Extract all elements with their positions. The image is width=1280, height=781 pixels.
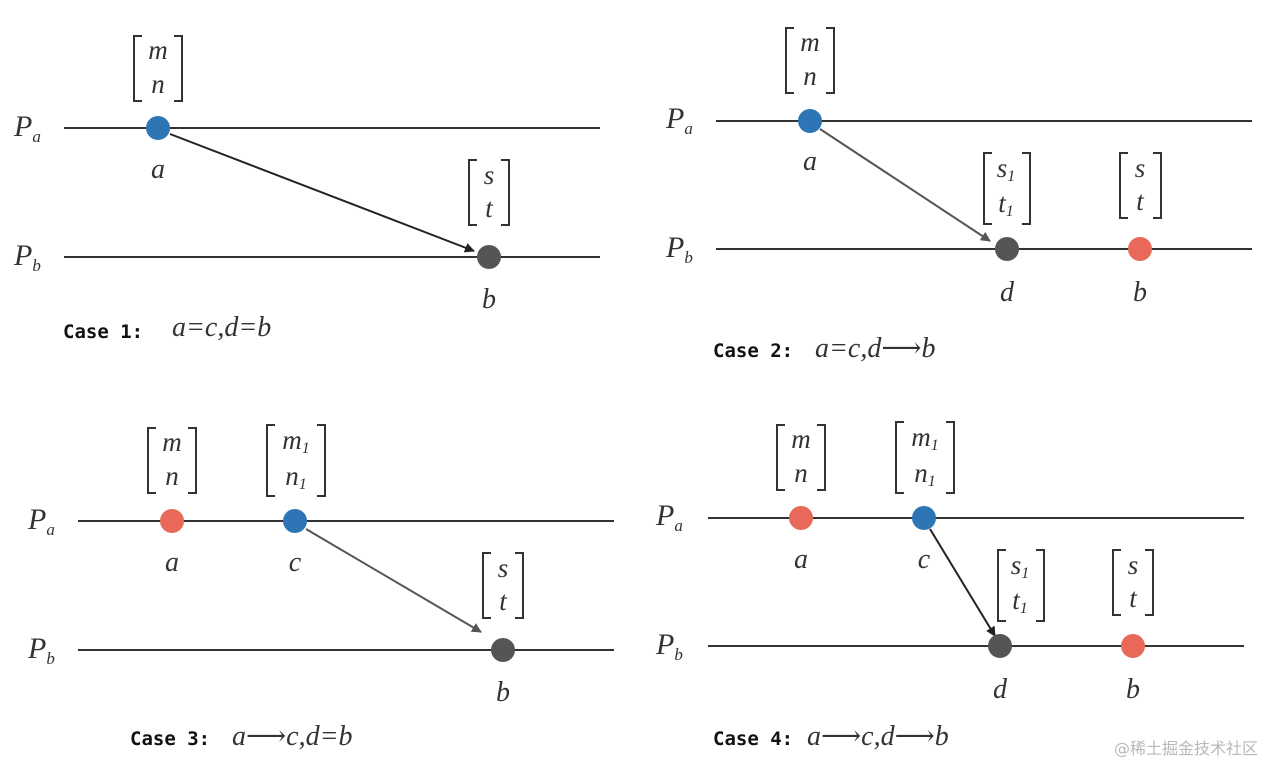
case2-label-d: d xyxy=(1000,277,1015,308)
case3-vector-mn: m n xyxy=(147,427,197,494)
case2-expression: a=c,d⟶b xyxy=(815,333,935,364)
case3-vector-m1n1: m1 n1 xyxy=(266,424,326,497)
case4-vector-m1n1: m1 n1 xyxy=(895,421,955,494)
case1-pb-label: Pb xyxy=(13,239,41,275)
case2-vector-s1t1: s1 t1 xyxy=(983,152,1031,225)
case4-vector-mn: m n xyxy=(776,424,826,491)
case1-message-arrow xyxy=(169,133,475,253)
case4-event-b xyxy=(1121,634,1145,658)
case4-label-b: b xyxy=(1126,674,1140,705)
case4-pb-label: Pb xyxy=(655,628,683,664)
case4-pa-label: Pa xyxy=(655,499,683,535)
svg-text:m1: m1 xyxy=(282,425,310,457)
case4-expression: a⟶c,d⟶b xyxy=(807,721,949,752)
case3-pb-label: Pb xyxy=(27,632,55,668)
case3-event-c xyxy=(283,509,307,533)
case2-vector-st: s t xyxy=(1119,152,1162,219)
case1-label: Case 1: xyxy=(63,321,143,343)
case1-label-b: b xyxy=(482,284,496,315)
case4-vector-s1t1: s1 t1 xyxy=(997,549,1045,622)
svg-text:s1: s1 xyxy=(997,153,1016,185)
svg-text:s1: s1 xyxy=(1011,550,1030,582)
case2-pa-label: Pa xyxy=(665,102,693,138)
case4-event-c xyxy=(912,506,936,530)
case2-event-d xyxy=(995,237,1019,261)
case3-pa-label: Pa xyxy=(27,503,55,539)
case4-event-a xyxy=(789,506,813,530)
case3-label: Case 3: xyxy=(130,728,210,750)
case3-event-b xyxy=(491,638,515,662)
case1-label-a: a xyxy=(151,154,165,185)
watermark: @稀土掘金技术社区 xyxy=(1114,739,1258,758)
svg-text:m: m xyxy=(162,427,182,457)
svg-text:n: n xyxy=(794,458,808,488)
svg-text:t: t xyxy=(1129,583,1138,613)
case1-event-b xyxy=(477,245,501,269)
case-2-panel: Pa Pb m n s1 t1 s t a d b Case 2: xyxy=(665,27,1252,364)
case4-label: Case 4: xyxy=(713,728,793,750)
case-4-panel: Pa Pb m n m1 n1 s1 t1 s t xyxy=(655,421,1244,752)
svg-text:m1: m1 xyxy=(911,422,939,454)
case3-label-c: c xyxy=(289,547,302,578)
svg-text:t1: t1 xyxy=(1012,585,1028,617)
case2-event-b xyxy=(1128,237,1152,261)
case4-vector-st: s t xyxy=(1112,549,1154,616)
case1-vector-mn: m n xyxy=(133,35,183,102)
case2-label: Case 2: xyxy=(713,340,793,362)
case3-vector-st: s t xyxy=(482,552,524,619)
case4-label-a: a xyxy=(794,544,808,575)
case3-message-arrow xyxy=(305,528,482,633)
case1-event-a xyxy=(146,116,170,140)
case1-expression: a=c,d=b xyxy=(172,312,271,343)
svg-text:n: n xyxy=(151,69,165,99)
case1-vector-st: s t xyxy=(468,159,510,226)
svg-text:t: t xyxy=(1136,186,1145,216)
case-3-panel: Pa Pb m n m1 n1 s t a c b Case 3: xyxy=(27,424,614,752)
case1-pa-label: Pa xyxy=(13,110,41,146)
case2-vector-mn: m n xyxy=(785,27,835,94)
case4-event-d xyxy=(988,634,1012,658)
case3-expression: a⟶c,d=b xyxy=(232,721,352,752)
case-1-panel: Pa Pb m n s t a b Case 1: a=c,d=b xyxy=(13,35,600,343)
case4-label-d: d xyxy=(993,674,1008,705)
svg-text:s: s xyxy=(498,553,509,583)
case2-event-a xyxy=(798,109,822,133)
case2-label-a: a xyxy=(803,146,817,177)
case2-pb-label: Pb xyxy=(665,231,693,267)
case2-label-b: b xyxy=(1133,277,1147,308)
case3-event-a xyxy=(160,509,184,533)
case4-message-arrow xyxy=(929,528,996,637)
svg-text:m: m xyxy=(148,35,168,65)
svg-text:m: m xyxy=(800,27,820,57)
case4-label-c: c xyxy=(918,544,931,575)
svg-text:n: n xyxy=(165,461,179,491)
svg-text:t: t xyxy=(499,586,508,616)
case2-message-arrow xyxy=(819,128,991,242)
svg-text:n1: n1 xyxy=(285,461,307,493)
svg-text:n1: n1 xyxy=(914,458,936,490)
svg-text:s: s xyxy=(1128,550,1139,580)
svg-text:s: s xyxy=(484,160,495,190)
svg-text:t: t xyxy=(485,193,494,223)
svg-text:n: n xyxy=(803,61,817,91)
svg-text:m: m xyxy=(791,424,811,454)
case3-label-a: a xyxy=(165,547,179,578)
svg-text:t1: t1 xyxy=(998,188,1014,220)
case3-label-b: b xyxy=(496,677,510,708)
svg-text:s: s xyxy=(1135,153,1146,183)
